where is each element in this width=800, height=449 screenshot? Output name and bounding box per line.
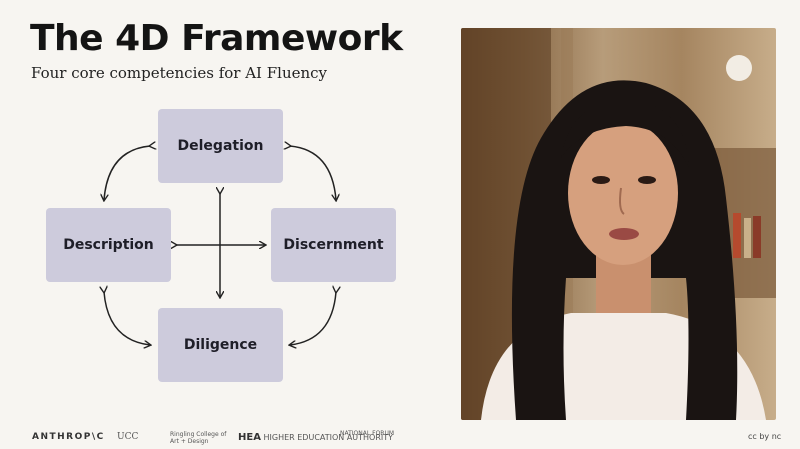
arrow-delegation-discernment bbox=[290, 146, 336, 200]
footer-logos: ANTHROP\C UCC Ringling College of Art + … bbox=[0, 424, 800, 449]
description-box: Description bbox=[46, 208, 171, 282]
delegation-box: Delegation bbox=[158, 109, 283, 183]
ringling-logo: Ringling College of Art + Design bbox=[170, 431, 227, 445]
presenter-image bbox=[461, 28, 776, 420]
hea-logo: HEA HIGHER EDUCATION AUTHORITY bbox=[238, 432, 394, 443]
diligence-box: Diligence bbox=[158, 308, 283, 382]
arrow-description-diligence bbox=[104, 292, 150, 345]
ucc-logo: UCC bbox=[117, 432, 139, 442]
framework-arrows bbox=[0, 0, 460, 420]
cc-license-icon: cc by nc bbox=[748, 432, 782, 441]
diligence-label: Diligence bbox=[183, 337, 258, 353]
arrow-discernment-diligence bbox=[290, 292, 336, 345]
delegation-label: Delegation bbox=[177, 138, 264, 154]
arrow-delegation-description bbox=[104, 146, 150, 200]
presenter-video bbox=[461, 28, 776, 420]
description-label: Description bbox=[63, 237, 154, 253]
national-forum-logo: NATIONAL FORUM bbox=[340, 430, 395, 437]
discernment-label: Discernment bbox=[283, 237, 384, 253]
slide-subtitle: Four core competencies for AI Fluency bbox=[31, 64, 328, 82]
anthropic-logo: ANTHROP\C bbox=[32, 432, 105, 442]
discernment-box: Discernment bbox=[271, 208, 396, 282]
slide-title: The 4D Framework bbox=[30, 18, 403, 59]
